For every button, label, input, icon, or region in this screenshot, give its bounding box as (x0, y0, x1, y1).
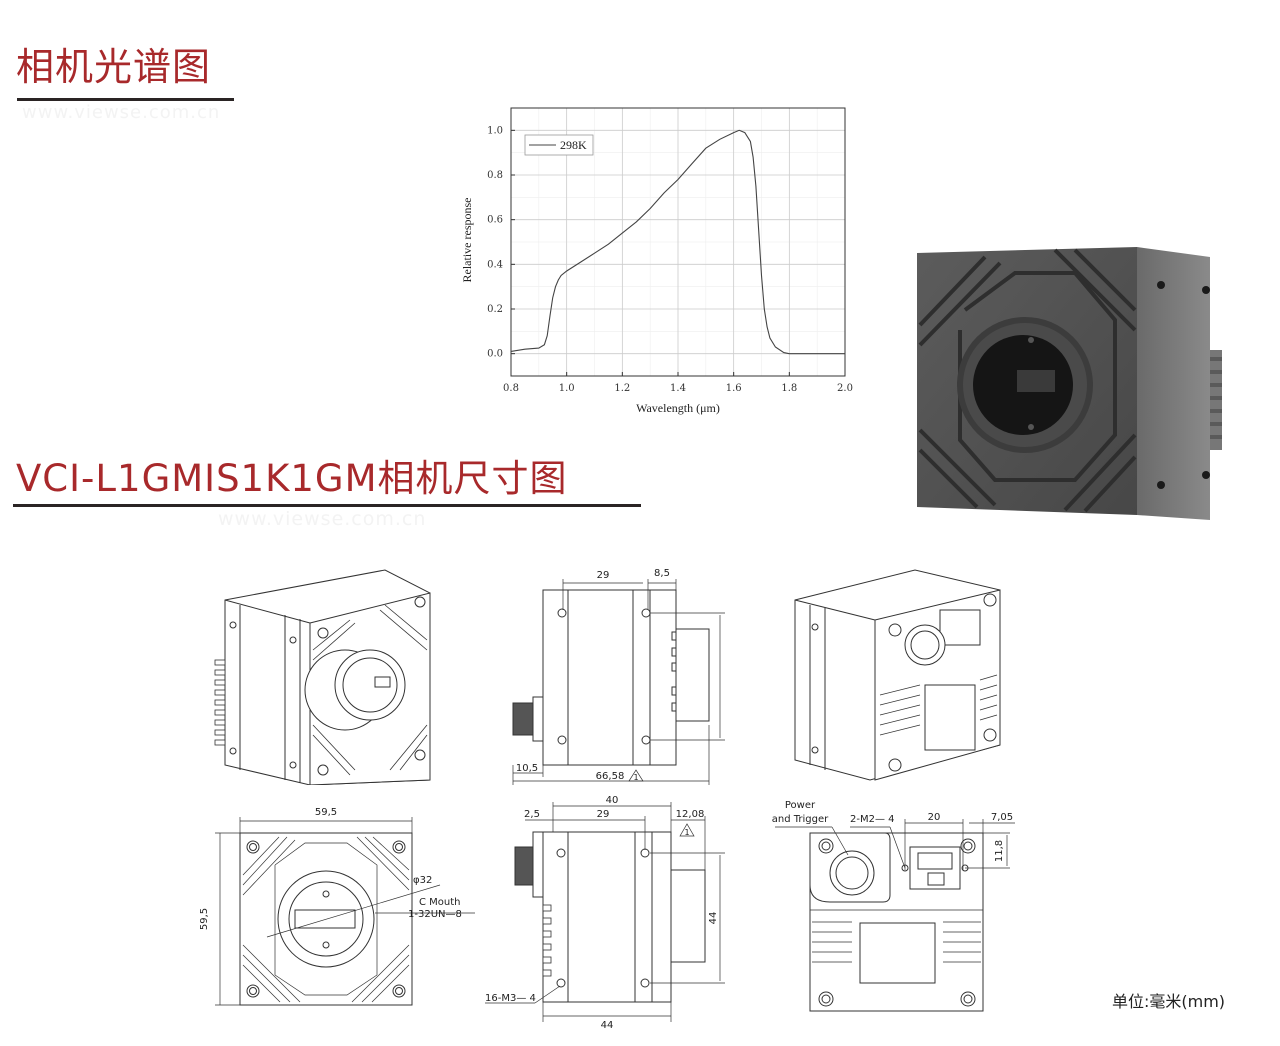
diameter-label: φ32 (413, 875, 432, 886)
svg-text:2.0: 2.0 (837, 383, 853, 394)
power-trigger-label-line1: Power (785, 800, 816, 811)
dim-20: 20 (928, 812, 941, 823)
callout-number-2: 1 (684, 828, 689, 837)
dim-29-top: 29 (597, 570, 610, 581)
side-view-bottom-drawing: 40 2,5 29 12,08 1 44 44 16-M3— 4 (485, 795, 725, 1030)
isometric-back-drawing (794, 569, 1001, 781)
dim-40: 40 (606, 795, 619, 806)
mount-thread-label: 1-32UN—8 (408, 909, 462, 920)
dim-11-8: 11,8 (994, 840, 1005, 862)
svg-text:1.2: 1.2 (614, 383, 630, 394)
svg-text:1.4: 1.4 (670, 383, 686, 394)
dim-10-5: 10,5 (516, 763, 538, 774)
spectrum-title-rule (17, 98, 234, 101)
svg-text:0.8: 0.8 (503, 383, 519, 394)
dim-44-horizontal: 44 (601, 1020, 614, 1030)
unit-note: 单位:毫米(mm) (1112, 992, 1226, 1011)
dim-2-5: 2,5 (524, 809, 540, 820)
y-axis-label: Relative response (460, 198, 474, 283)
svg-text:0.8: 0.8 (487, 170, 503, 181)
camera-product-photo (917, 247, 1222, 520)
callout-triangle-icon (628, 769, 644, 782)
dim-29-bottom: 29 (597, 809, 610, 820)
chart-legend: 298K (524, 134, 594, 156)
isometric-front-drawing (214, 569, 431, 785)
svg-text:0.6: 0.6 (487, 215, 503, 226)
series-298k-line (510, 129, 845, 355)
screw-spec-label: 2-M2— 4 (850, 814, 895, 825)
callout-triangle-icon-2 (679, 823, 695, 837)
dim-12-08: 12,08 (676, 809, 705, 820)
spectrum-section-title: 相机光谱图 (16, 45, 212, 89)
svg-text:1.0: 1.0 (487, 125, 503, 136)
svg-text:0.4: 0.4 (487, 259, 503, 270)
svg-text:1.8: 1.8 (781, 383, 797, 394)
svg-text:1.0: 1.0 (559, 383, 575, 394)
back-view-drawing: Power and Trigger 2-M2— 4 20 7,05 11,8 (772, 800, 1015, 1012)
callout-number: 1 (633, 773, 638, 782)
dimensions-section-title: VCI-L1GMIS1K1GM相机尺寸图 (16, 457, 568, 500)
dim-59-5-height: 59,5 (199, 908, 210, 930)
hole-spec-label: 16-M3— 4 (485, 993, 536, 1004)
dim-8-5: 8,5 (654, 568, 670, 579)
side-view-top-drawing: 29 8,5 10,5 66,58 1 (512, 568, 725, 785)
legend-label: 298K (560, 138, 587, 152)
svg-text:0.2: 0.2 (487, 304, 503, 315)
svg-text:1.6: 1.6 (726, 383, 742, 394)
dim-59-5-width: 59,5 (315, 807, 337, 818)
dim-44-vertical: 44 (708, 912, 719, 925)
dimensions-title-rule (13, 504, 641, 507)
power-trigger-label-line2: and Trigger (772, 814, 829, 825)
dim-66-58: 66,58 (596, 771, 625, 782)
dim-7-05: 7,05 (991, 812, 1013, 823)
mount-label: C Mouth (419, 897, 461, 908)
svg-text:0.0: 0.0 (487, 349, 503, 360)
spectrum-watermark: www.viewse.com.cn (22, 102, 221, 123)
dimensions-watermark: www.viewse.com.cn (218, 508, 427, 530)
x-axis-label: Wavelength (μm) (636, 401, 720, 415)
front-view-drawing: 59,5 59,5 φ32 C Mouth 1-32UN—8 (199, 807, 475, 1006)
